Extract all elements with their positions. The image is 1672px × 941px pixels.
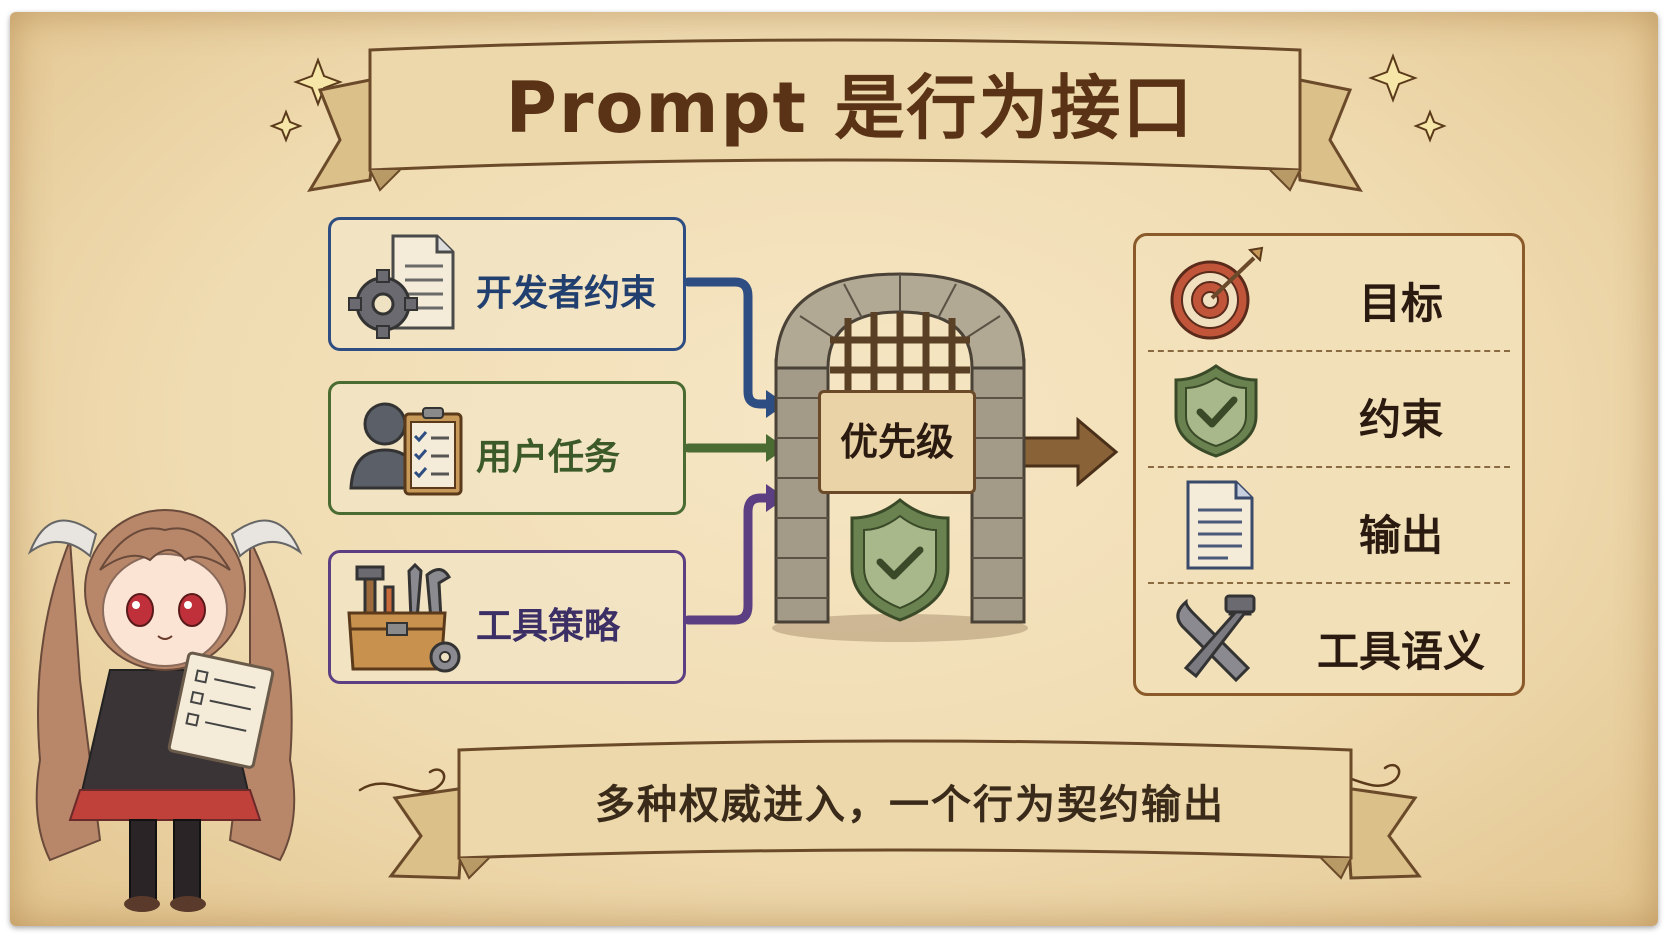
output-row-output: 输出 — [1136, 468, 1522, 582]
output-row-constraint: 约束 — [1136, 352, 1522, 466]
output-label-output: 输出 — [1358, 511, 1443, 560]
title-banner — [307, 38, 1363, 193]
source-box-tool: 工具策略 — [328, 550, 686, 684]
output-panel: 目标 约束 输出 — [1133, 233, 1525, 696]
toolbox-icon — [347, 562, 461, 673]
output-row-goal: 目标 — [1136, 236, 1522, 350]
source-label-developer: 开发者约束 — [476, 273, 657, 314]
document-gear-icon — [348, 234, 455, 339]
shield-check-icon — [1174, 364, 1258, 458]
gate-shield-icon — [850, 498, 950, 622]
output-row-tool-semantics: 工具语义 — [1136, 584, 1522, 698]
output-label-goal: 目标 — [1358, 279, 1443, 328]
wrench-hammer-icon — [1176, 594, 1256, 683]
target-icon — [1170, 246, 1264, 340]
output-divider — [1148, 466, 1510, 468]
page-title: Prompt 是行为接口 — [505, 67, 1195, 149]
source-box-developer: 开发者约束 — [328, 217, 686, 351]
output-label-tool-semantics: 工具语义 — [1316, 627, 1485, 676]
user-clipboard-icon — [349, 402, 463, 496]
output-divider — [1148, 350, 1510, 352]
page-subtitle: 多种权威进入，一个行为契约输出 — [595, 782, 1225, 828]
source-label-tool: 工具策略 — [476, 606, 621, 647]
output-label-constraint: 约束 — [1358, 395, 1443, 444]
source-box-user: 用户任务 — [328, 381, 686, 515]
chibi-character-illustration — [27, 509, 303, 912]
source-label-user: 用户任务 — [476, 437, 621, 478]
gate-priority-label: 优先级 — [818, 390, 976, 494]
subtitle-banner — [388, 739, 1422, 880]
document-icon — [1186, 480, 1254, 570]
output-divider — [1148, 582, 1510, 584]
